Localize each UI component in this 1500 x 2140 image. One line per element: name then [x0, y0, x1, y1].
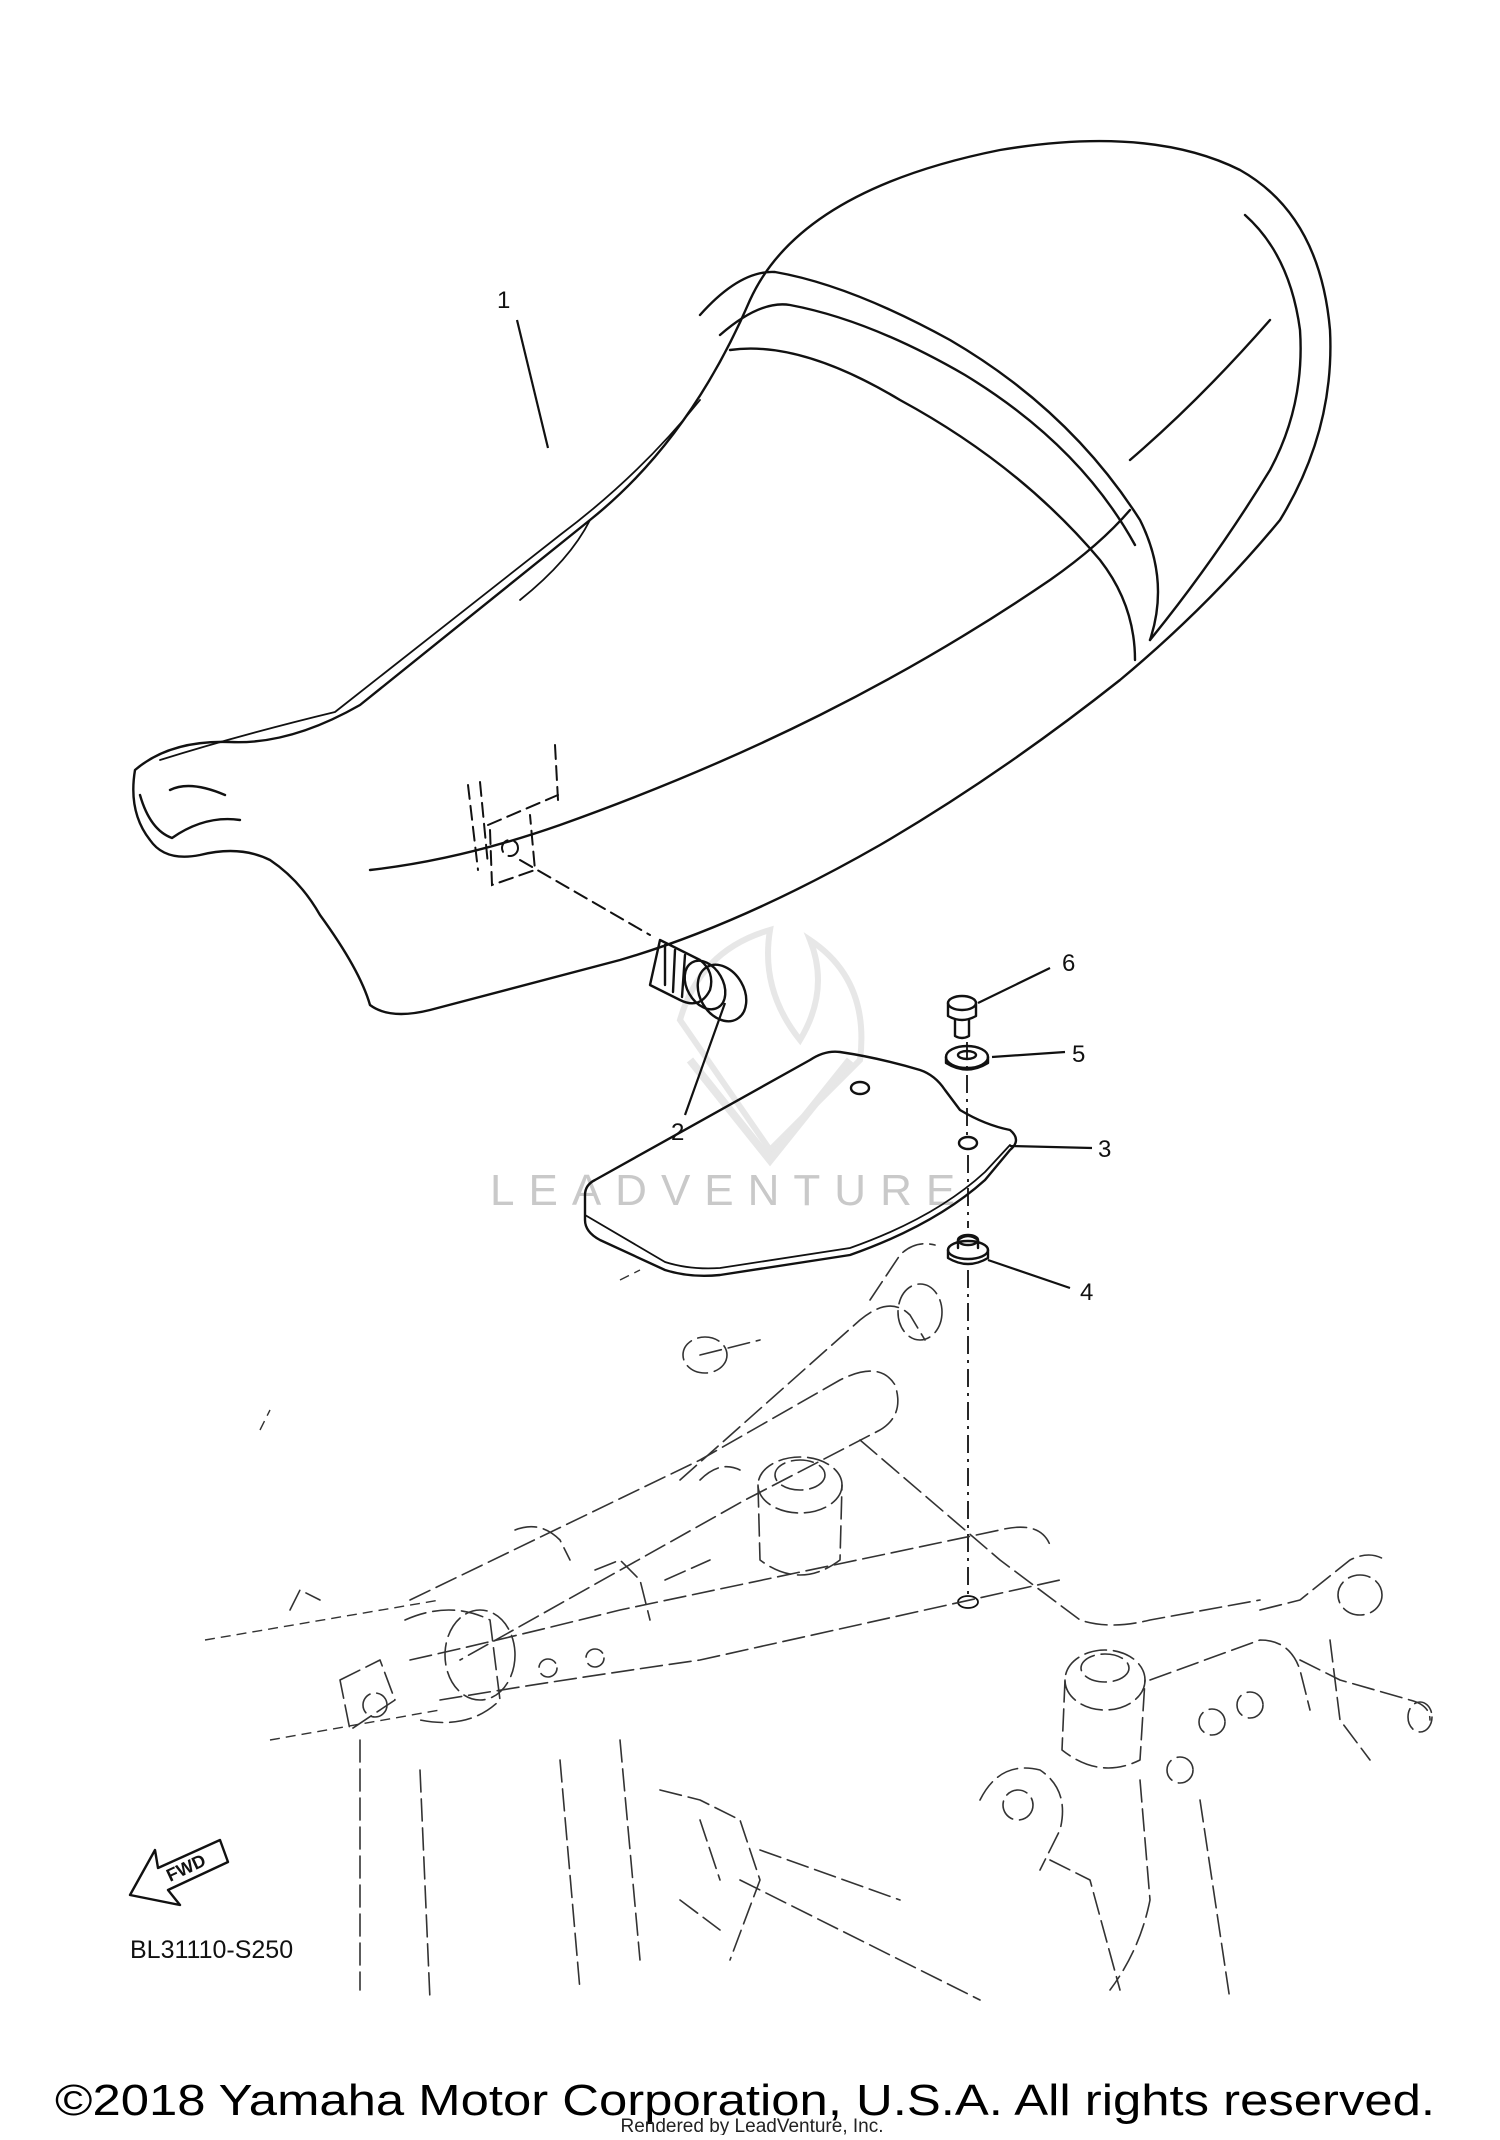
frame	[204, 1242, 1433, 2001]
fwd-arrow-icon: FWD	[128, 1838, 230, 1907]
part-collar	[946, 1233, 990, 1266]
callout-1: 1	[497, 287, 510, 314]
part-plate	[583, 1050, 1018, 1278]
drawing-code: BL31110-S250	[130, 1936, 293, 1964]
callout-5: 5	[1072, 1041, 1085, 1068]
copyright-notice: ©2018 Yamaha Motor Corporation, U.S.A. A…	[55, 2076, 1435, 2125]
rendered-by-notice: Rendered by LeadVenture, Inc.	[620, 2116, 883, 2135]
watermark-text: LEADVENTURE	[490, 1166, 969, 1215]
callout-2: 2	[671, 1119, 684, 1146]
callout-6: 6	[1062, 950, 1075, 977]
watermark: LEADVENTURE	[490, 925, 969, 1215]
part-bolt	[648, 938, 748, 1023]
part-seat	[132, 139, 1332, 1016]
callout-3: 3	[1098, 1136, 1111, 1163]
watermark-logo	[676, 925, 865, 1167]
part-small-bolt	[946, 994, 978, 1040]
callout-4: 4	[1080, 1279, 1093, 1306]
leader-lines	[515, 319, 1093, 1290]
callout-labels: 1 2 3 4 5 6	[497, 287, 1111, 1306]
